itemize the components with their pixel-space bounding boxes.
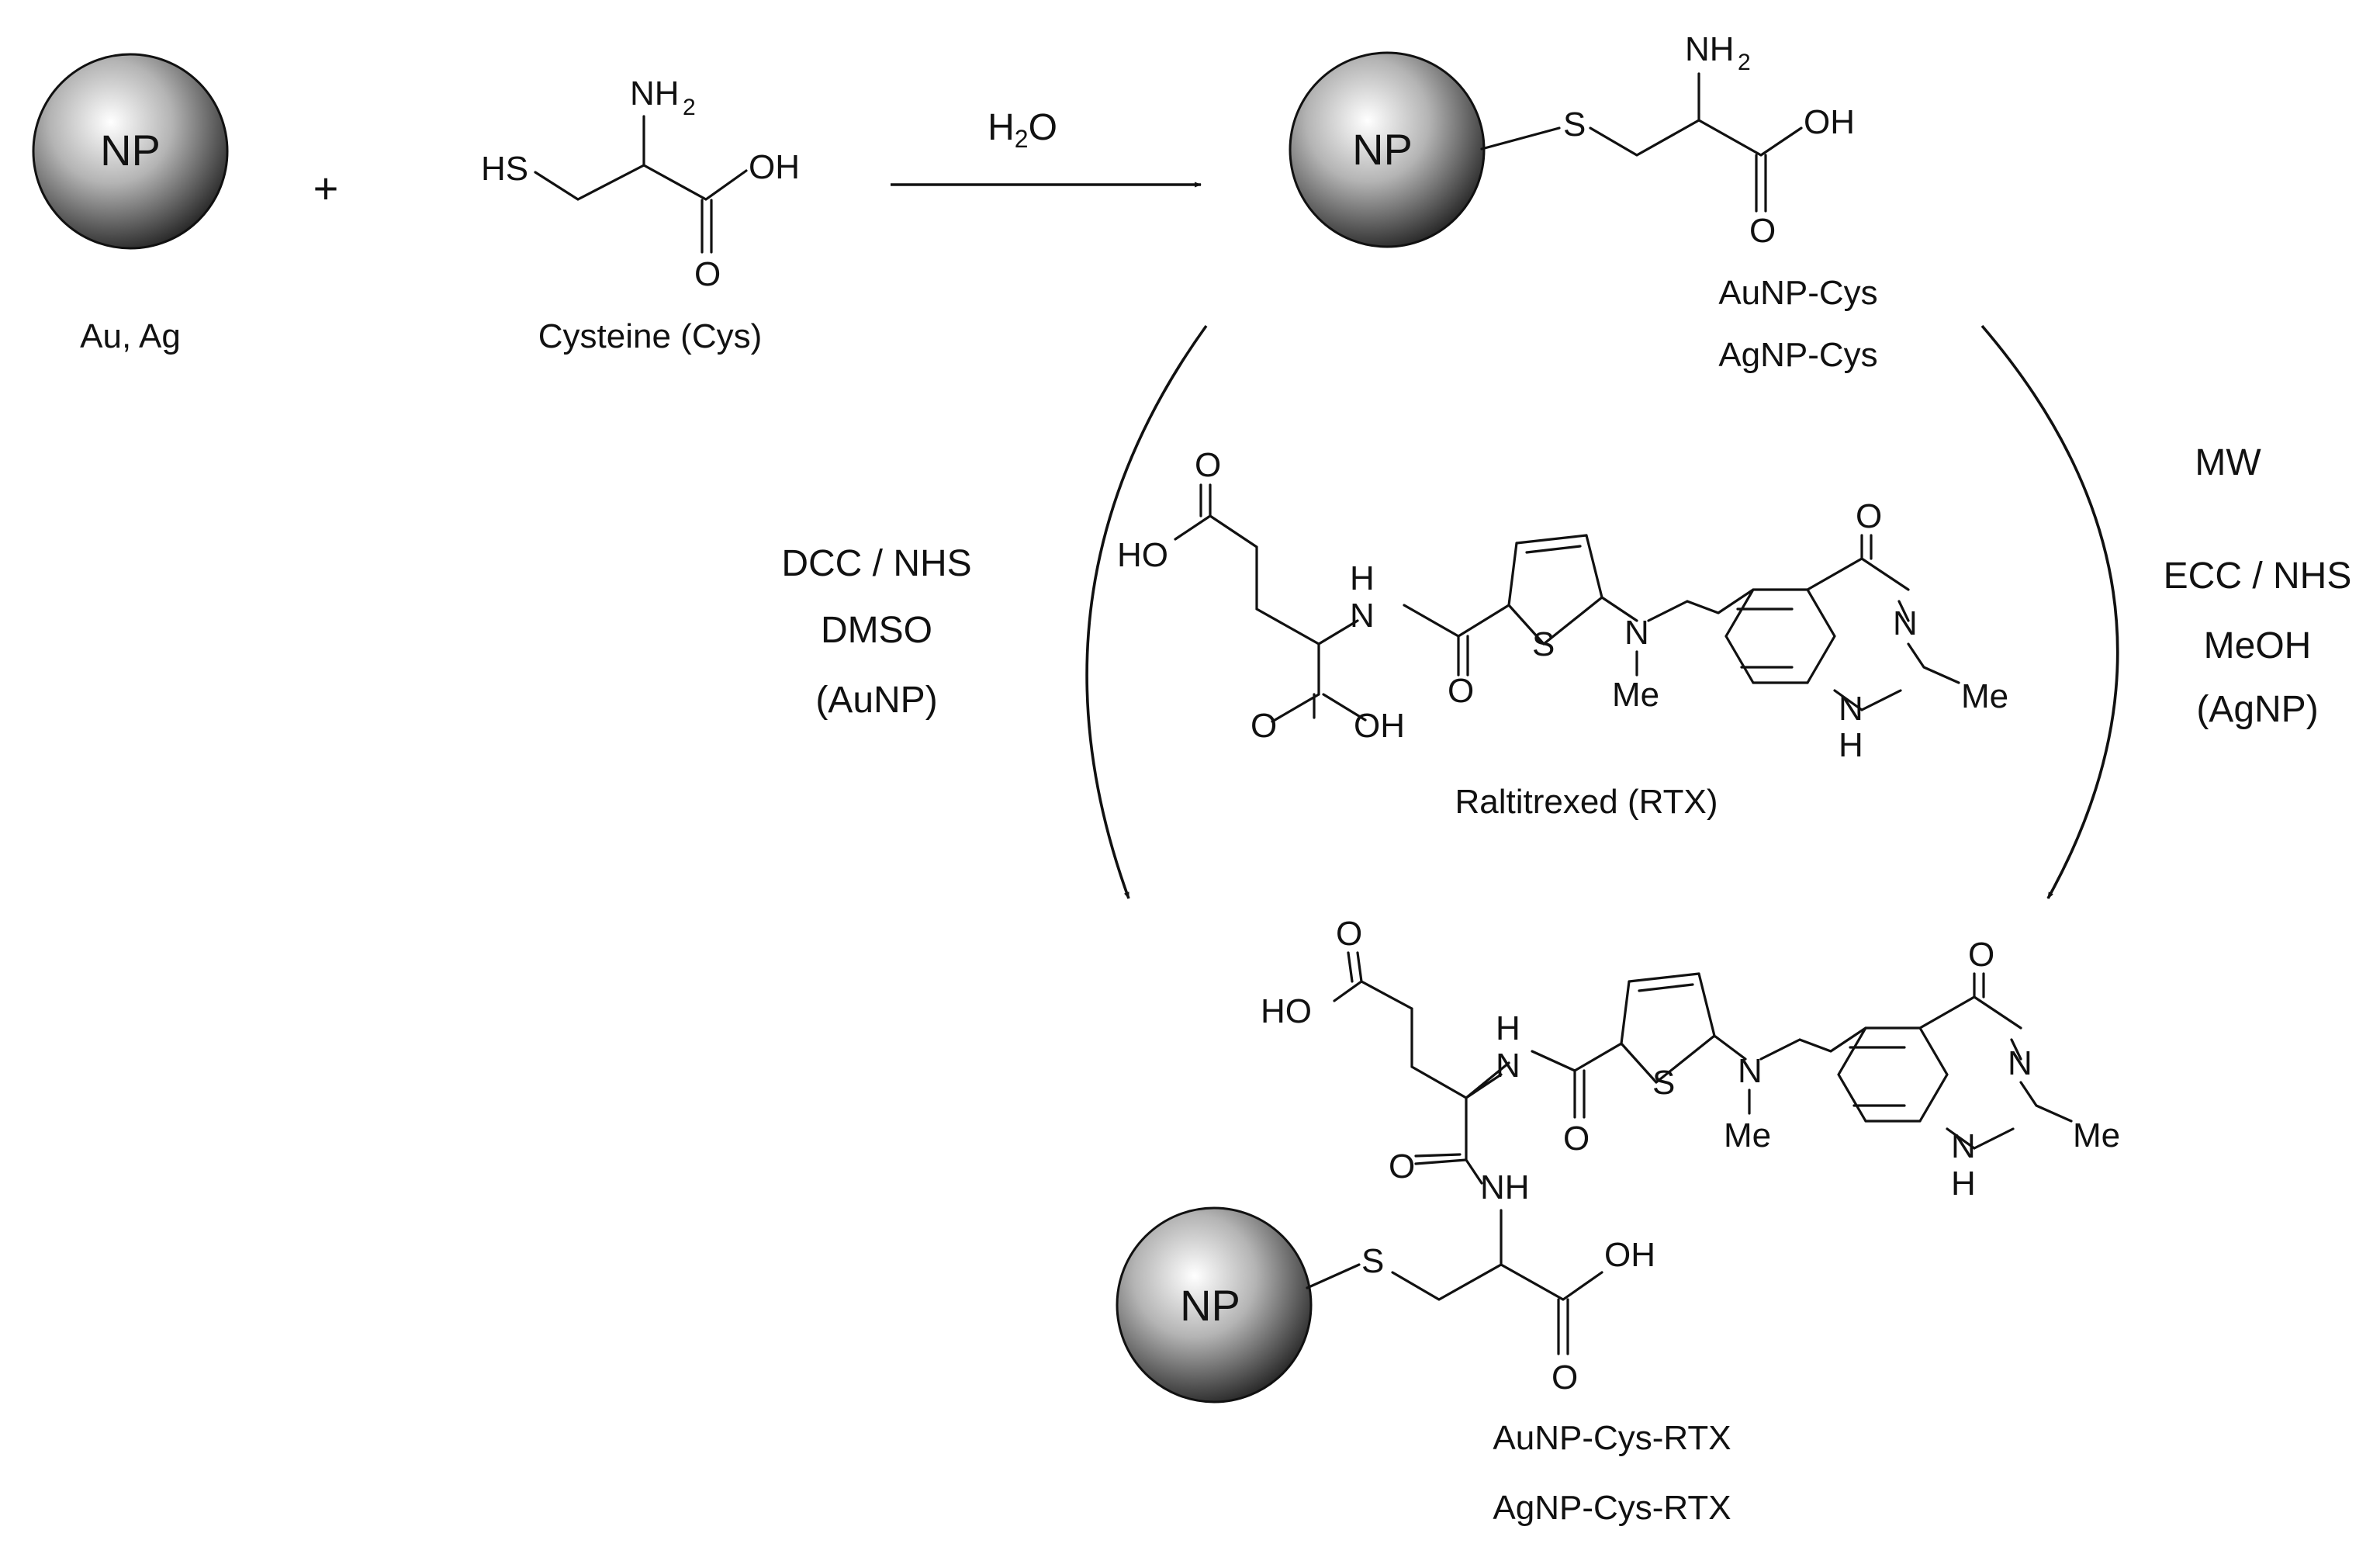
cys-hs: HS (481, 150, 528, 188)
cys-oh: OH (749, 148, 800, 186)
final-c-methyl: Me (2073, 1116, 2120, 1154)
cys-nh: NH (630, 74, 680, 112)
final-amide1-n: N (1496, 1047, 1520, 1085)
right-curved-arrow (1980, 324, 2119, 899)
left-condition-3: (AuNP) (815, 680, 937, 721)
final-carbonyl-o: O (1551, 1359, 1578, 1397)
nanoparticle-sphere-icon (1116, 1206, 1313, 1404)
final-thiophene-s: S (1652, 1064, 1675, 1102)
product2-label-ag: AgNP-Cys-RTX (1493, 1489, 1731, 1527)
product1-label-au: AuNP-Cys (1718, 274, 1877, 312)
np-label: NP (1180, 1281, 1240, 1330)
metals-label: Au, Ag (80, 317, 181, 355)
final-n-methyl: Me (1724, 1116, 1771, 1154)
final-amide2-nh: NH (1480, 1168, 1530, 1206)
np-cys-nh: NH (1685, 30, 1735, 68)
final-amide1-o: O (1563, 1120, 1590, 1158)
np-cys-oh: OH (1804, 103, 1855, 141)
final-bonds (1306, 951, 2073, 1355)
cysteine-structure: HS NH 2 OH O Cysteine (Cys) (481, 74, 800, 355)
rtx-amide-h: H (1350, 559, 1375, 597)
final-ring-n: N (2008, 1044, 2032, 1082)
left-condition-2: DMSO (821, 610, 932, 651)
left-condition-1: DCC / NHS (781, 543, 971, 584)
rtx-ring-nh-h: H (1839, 726, 1863, 764)
rtx-carboxyl-o-bottom: O (1251, 707, 1277, 745)
np-cys-carbonyl-o: O (1749, 212, 1776, 250)
rtx-amine-n: N (1624, 614, 1649, 652)
nanoparticle-sphere-icon (32, 53, 229, 250)
rtx-ketone-o: O (1856, 497, 1882, 535)
step1-arrow-group: H2O (891, 107, 1202, 188)
right-condition-1: MW (2195, 442, 2261, 483)
raltitrexed-structure: O HO H N O O OH S N Me O N N H Me Raltit… (1117, 446, 2008, 821)
np-cys-product: NP S NH 2 OH O AuNP-Cys AgNP-Cys (1289, 30, 1878, 374)
step1-solvent: H2O (988, 107, 1057, 153)
right-condition-2: ECC / NHS (2164, 556, 2352, 597)
right-conditions: MW ECC / NHS MeOH (AgNP) (2164, 442, 2352, 730)
np-label: NP (100, 126, 161, 175)
rtx-oh-bottom: OH (1354, 707, 1405, 745)
raltitrexed-label: Raltitrexed (RTX) (1455, 783, 1718, 821)
np-cys-h2-sub: 2 (1738, 50, 1751, 75)
left-curved-arrow (1085, 324, 1208, 899)
product1-label-ag: AgNP-Cys (1718, 336, 1877, 374)
rtx-c-methyl: Me (1961, 677, 2008, 715)
rtx-thiophene-s: S (1532, 625, 1555, 663)
rtx-bonds (1174, 483, 1960, 723)
left-conditions: DCC / NHS DMSO (AuNP) (781, 543, 971, 721)
cys-carbonyl-o: O (694, 255, 721, 293)
final-s: S (1361, 1242, 1384, 1280)
rtx-amide-o: O (1448, 672, 1474, 710)
starting-nanoparticle: NP Au, Ag (32, 53, 229, 355)
right-condition-3: MeOH (2204, 625, 2312, 666)
np-cys-s: S (1563, 106, 1586, 144)
final-amine-n: N (1738, 1052, 1763, 1090)
cys-h2-sub: 2 (683, 95, 696, 120)
rtx-ring-n: N (1893, 604, 1918, 642)
right-condition-4: (AgNP) (2196, 689, 2318, 730)
final-oh: OH (1604, 1236, 1655, 1274)
rtx-amide-n: N (1350, 597, 1375, 635)
cysteine-label: Cysteine (Cys) (538, 317, 763, 355)
final-ring-nh-n: N (1951, 1127, 1976, 1165)
np-label: NP (1352, 125, 1413, 174)
cys-bonds (534, 115, 748, 254)
rtx-ho-top: HO (1117, 536, 1168, 574)
product2-label-au: AuNP-Cys-RTX (1493, 1419, 1731, 1457)
final-amide1-h: H (1496, 1009, 1520, 1047)
final-amide2-o: O (1389, 1147, 1415, 1185)
np-cys-rtx-product: NP O HO H N O O NH S OH O S N Me O N N H… (1116, 915, 2120, 1527)
rtx-ring-nh-n: N (1839, 690, 1863, 728)
final-ho-top: HO (1261, 992, 1312, 1030)
nanoparticle-sphere-icon (1289, 51, 1486, 248)
rtx-carboxyl-o-top: O (1195, 446, 1221, 484)
final-ketone-o: O (1968, 936, 1994, 974)
np-cys-bonds (1480, 72, 1803, 213)
final-ring-nh-h: H (1951, 1165, 1976, 1203)
plus-sign: + (313, 164, 339, 213)
rtx-n-methyl: Me (1612, 676, 1659, 714)
final-carboxyl-o-top: O (1336, 915, 1362, 953)
